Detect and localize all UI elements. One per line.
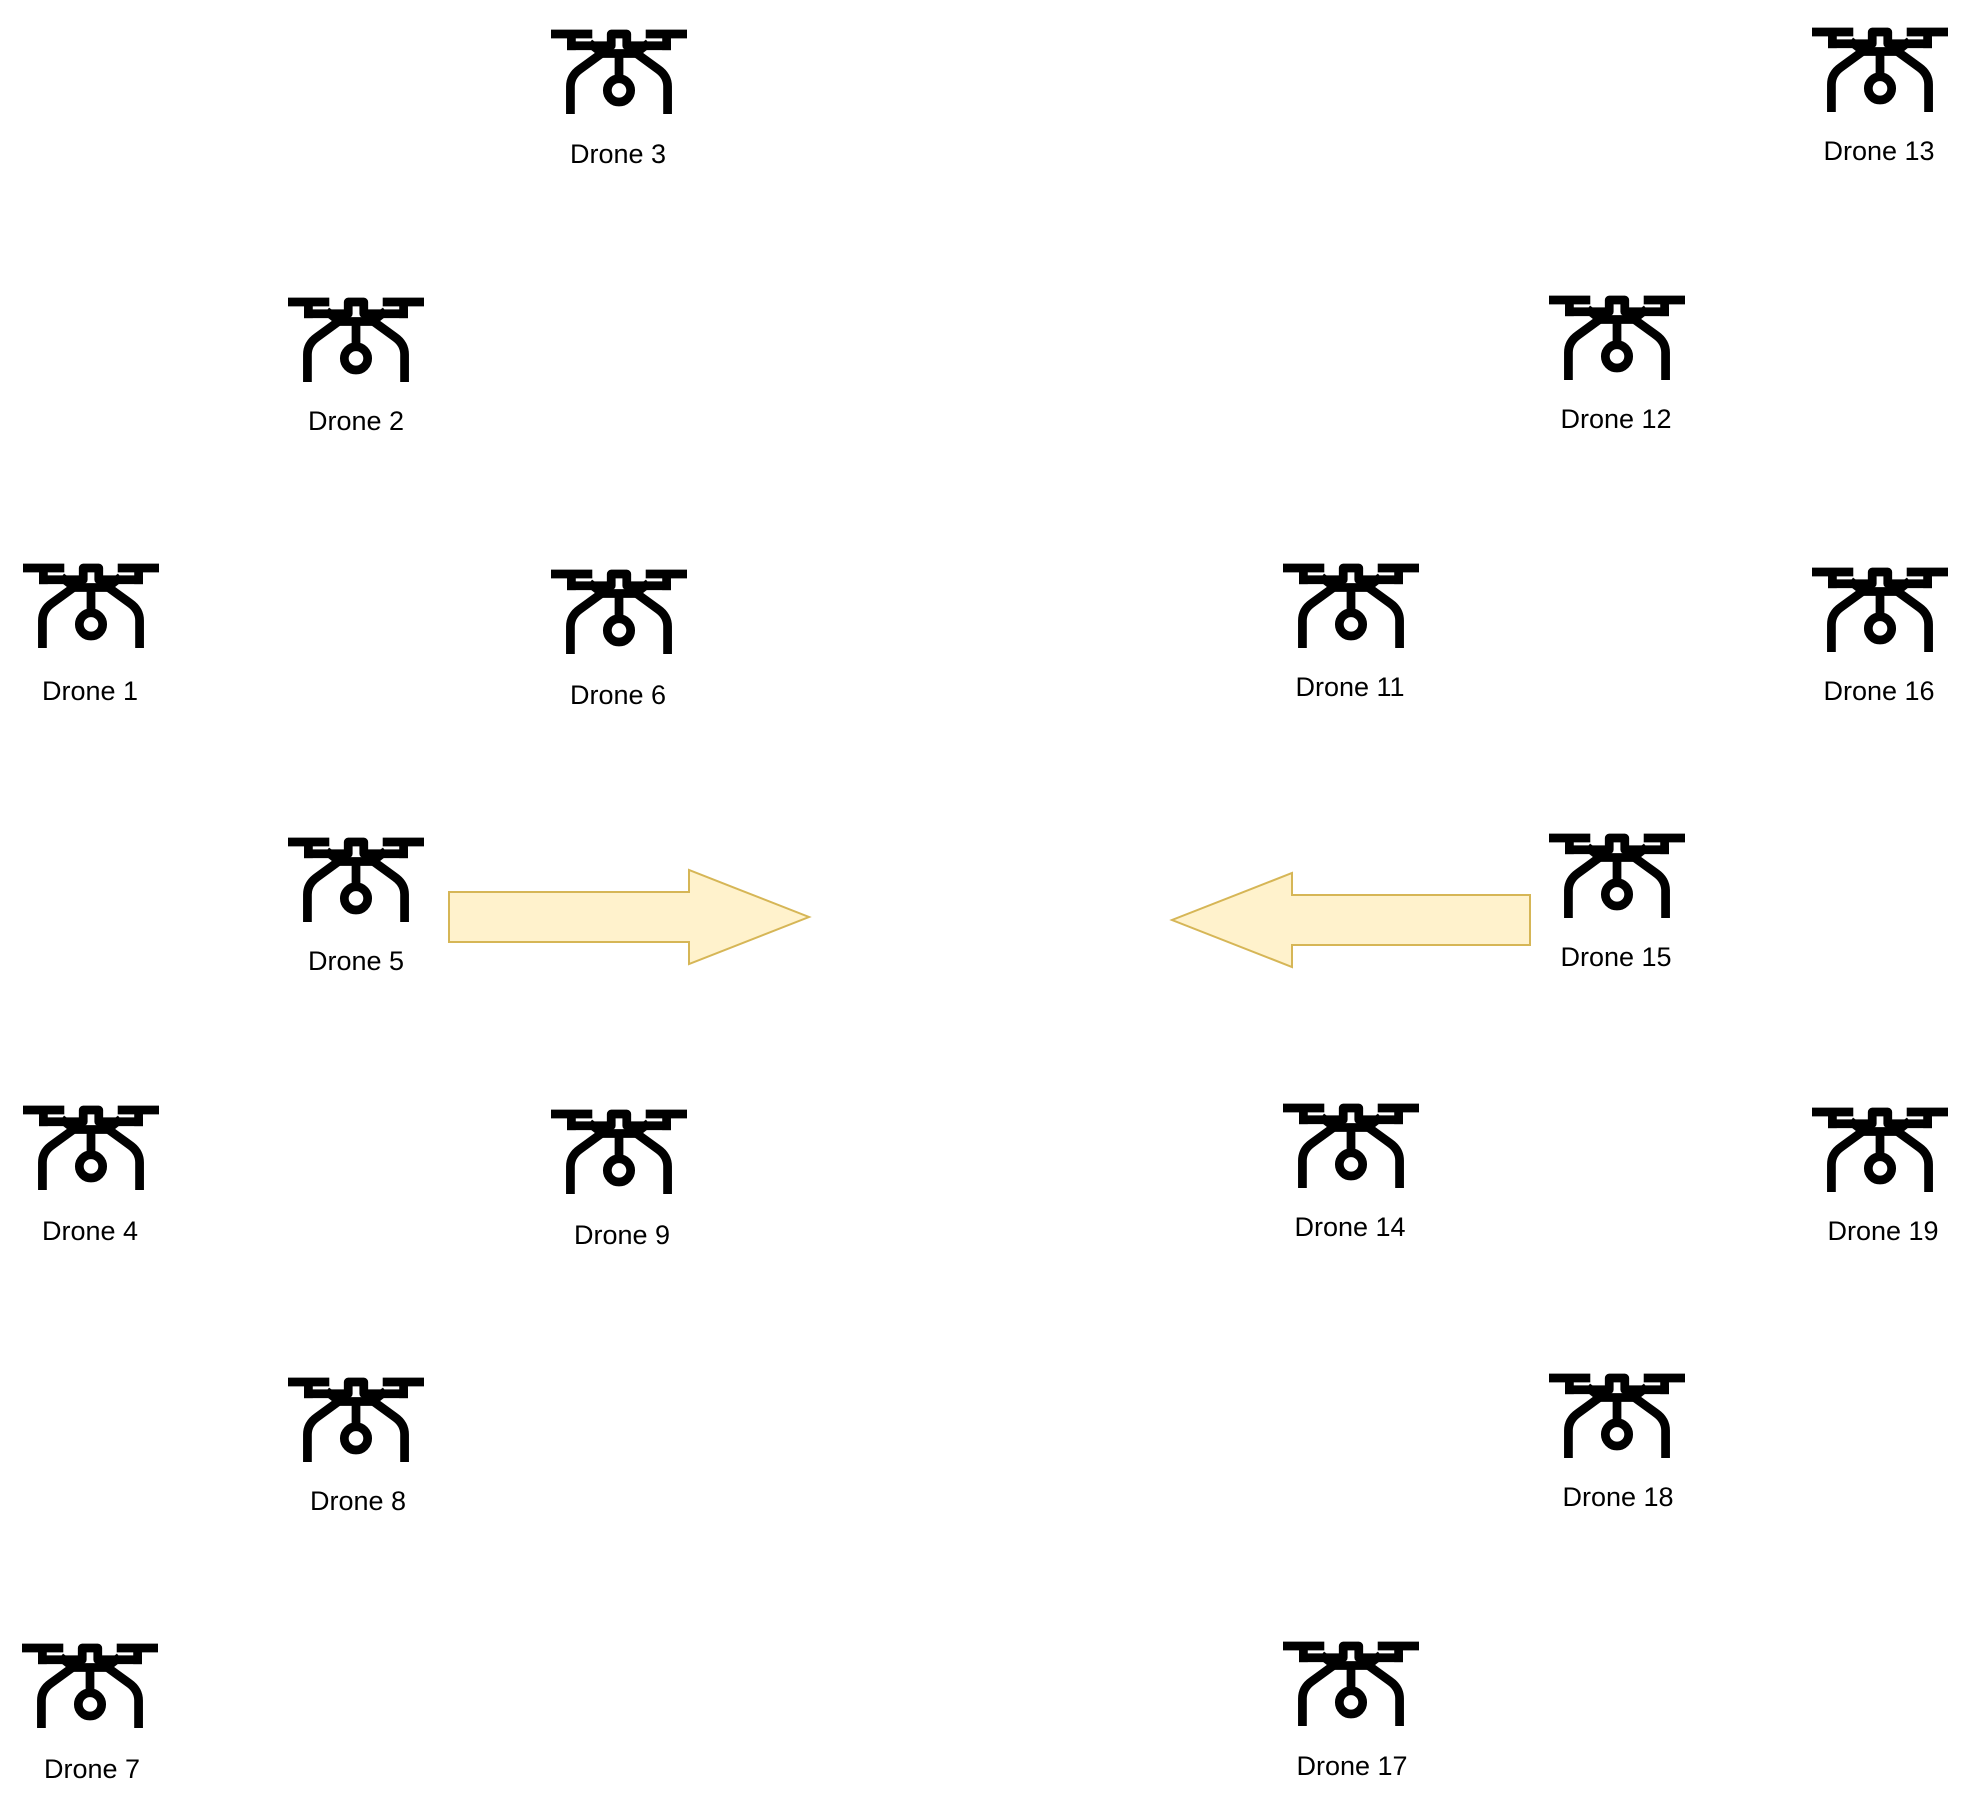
drone-label: Drone 15 (1560, 942, 1671, 972)
drone-label: Drone 16 (1823, 676, 1934, 706)
drone-icon (1553, 1378, 1681, 1456)
drone-17[interactable]: Drone 17 (1287, 1646, 1415, 1781)
drone-label: Drone 6 (570, 680, 666, 710)
drone-label: Drone 1 (42, 676, 138, 706)
drone-12[interactable]: Drone 12 (1553, 300, 1681, 434)
drone-label: Drone 12 (1560, 404, 1671, 434)
drone-label: Drone 8 (310, 1486, 406, 1516)
drone-icon (292, 1382, 420, 1460)
arrow-right[interactable] (448, 868, 812, 966)
drone-18[interactable]: Drone 18 (1553, 1378, 1681, 1512)
drone-icon (1816, 572, 1944, 650)
drone-icon (555, 34, 683, 112)
drone-icon (1553, 838, 1681, 916)
drone-icon (292, 302, 420, 380)
drone-icon (1287, 1646, 1415, 1724)
drones-layer: Drone 1 Drone 2 Drone 3 Drone 4 Drone 5 Drone… (26, 32, 1944, 1784)
drone-4[interactable]: Drone 4 (27, 1110, 155, 1246)
drone-label: Drone 17 (1296, 1751, 1407, 1781)
drone-5[interactable]: Drone 5 (292, 842, 420, 976)
drone-1[interactable]: Drone 1 (27, 568, 155, 706)
drone-14[interactable]: Drone 14 (1287, 1108, 1415, 1242)
drone-8[interactable]: Drone 8 (292, 1382, 420, 1516)
drone-label: Drone 2 (308, 406, 404, 436)
drone-19[interactable]: Drone 19 (1816, 1112, 1944, 1246)
drone-16[interactable]: Drone 16 (1816, 572, 1944, 706)
drone-label: Drone 3 (570, 139, 666, 169)
drone-icon (1287, 1108, 1415, 1186)
drone-label: Drone 13 (1823, 136, 1934, 166)
drone-label: Drone 19 (1827, 1216, 1938, 1246)
drone-6[interactable]: Drone 6 (555, 574, 683, 710)
drone-label: Drone 11 (1295, 672, 1404, 702)
drone-label: Drone 5 (308, 946, 404, 976)
drone-icon (555, 574, 683, 652)
drone-icon (555, 1114, 683, 1192)
drone-label: Drone 9 (574, 1220, 670, 1250)
drone-3[interactable]: Drone 3 (555, 34, 683, 169)
drone-15[interactable]: Drone 15 (1553, 838, 1681, 972)
drone-2[interactable]: Drone 2 (292, 302, 420, 436)
drone-9[interactable]: Drone 9 (555, 1114, 683, 1250)
drone-icon (1816, 1112, 1944, 1190)
drone-label: Drone 4 (42, 1216, 138, 1246)
drone-icon (27, 1110, 155, 1188)
drone-label: Drone 14 (1294, 1212, 1405, 1242)
drone-icon (26, 1648, 154, 1726)
drone-11[interactable]: Drone 11 (1287, 568, 1415, 702)
drone-label: Drone 7 (44, 1754, 140, 1784)
drone-icon (1553, 300, 1681, 378)
drone-13[interactable]: Drone 13 (1816, 32, 1944, 166)
arrow-left[interactable] (1169, 871, 1531, 969)
drone-icon (292, 842, 420, 920)
drone-icon (1287, 568, 1415, 646)
drone-7[interactable]: Drone 7 (26, 1648, 154, 1784)
drone-icon (1816, 32, 1944, 110)
arrows-layer (448, 868, 1531, 969)
drone-label: Drone 18 (1562, 1482, 1673, 1512)
drone-icon (27, 568, 155, 646)
